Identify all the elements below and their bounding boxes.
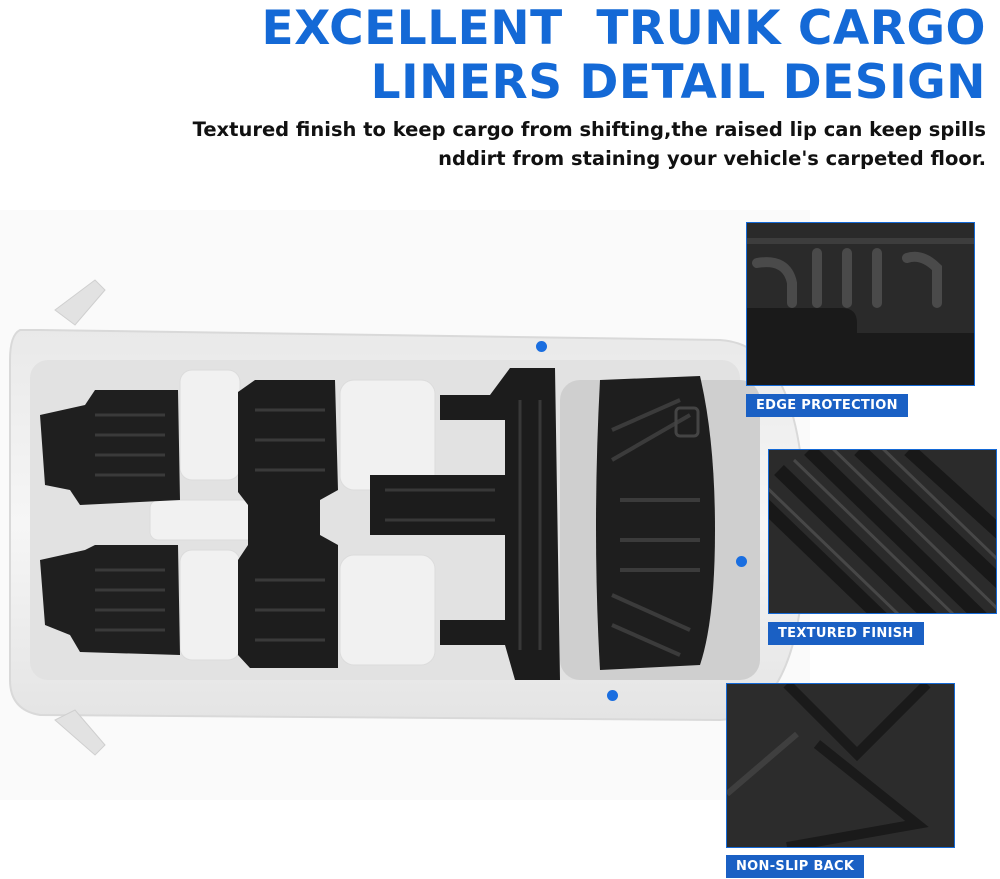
textured-finish-closeup xyxy=(768,449,997,614)
subheadline-line-2: nddirt from staining your vehicle's carp… xyxy=(438,147,986,170)
callout-dot-texture xyxy=(736,556,747,567)
third-row-liner xyxy=(370,368,560,680)
subheadline-line-1: Textured finish to keep cargo from shift… xyxy=(192,118,986,141)
car-overhead-illustration xyxy=(0,210,810,800)
trunk-liner xyxy=(596,376,715,670)
seats xyxy=(149,369,436,666)
edge-protection-label: EDGE PROTECTION xyxy=(746,394,908,417)
callout-dot-edge xyxy=(536,341,547,352)
side-mirror-bottom xyxy=(54,709,106,756)
front-driver-liner xyxy=(40,390,180,505)
headline-line-2: LINERS DETAIL DESIGN xyxy=(370,55,986,110)
textured-finish-label: TEXTURED FINISH xyxy=(768,622,924,645)
subheadline: Textured finish to keep cargo from shift… xyxy=(193,115,986,173)
non-slip-back-label: NON-SLIP BACK xyxy=(726,855,865,878)
non-slip-back-closeup xyxy=(726,683,955,848)
callout-dot-back xyxy=(607,690,618,701)
front-passenger-liner xyxy=(40,545,180,655)
second-row-liner xyxy=(238,380,338,668)
headline-line-1: EXCELLENT TRUNK CARGO xyxy=(261,1,986,56)
side-mirror-top xyxy=(54,279,106,326)
headline: EXCELLENT TRUNK CARGO LINERS DETAIL DESI… xyxy=(261,2,986,110)
edge-protection-closeup xyxy=(746,222,975,386)
